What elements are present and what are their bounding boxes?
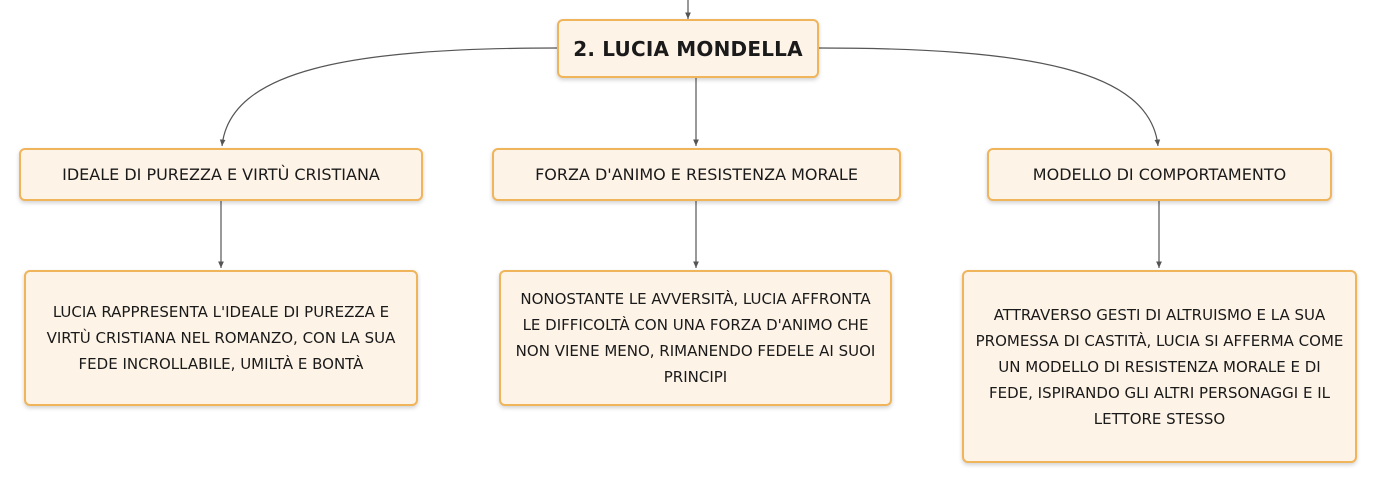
branch-node-label: FORZA D'ANIMO E RESISTENZA MORALE xyxy=(535,165,858,184)
root-node-label: 2. LUCIA MONDELLA xyxy=(573,36,803,61)
detail-node-text: NONOSTANTE LE AVVERSITÀ, LUCIA AFFRONTA … xyxy=(515,290,876,386)
branch-node-label: MODELLO DI COMPORTAMENTO xyxy=(1032,165,1287,184)
root-node[interactable]: 2. LUCIA MONDELLA xyxy=(557,19,819,78)
detail-node-text: ATTRAVERSO GESTI DI ALTRUISMO E LA SUA P… xyxy=(975,305,1344,428)
connector-root-to-branch-3 xyxy=(818,47,1161,147)
detail-node-forza[interactable]: NONOSTANTE LE AVVERSITÀ, LUCIA AFFRONTA … xyxy=(499,270,892,406)
branch-node-label: IDEALE DI PUREZZA E VIRTÙ CRISTIANA xyxy=(62,165,380,184)
detail-node-text: LUCIA RAPPRESENTA L'IDEALE DI PUREZZA E … xyxy=(46,303,396,373)
branch-node-modello[interactable]: MODELLO DI COMPORTAMENTO xyxy=(987,148,1332,201)
detail-node-ideale[interactable]: LUCIA RAPPRESENTA L'IDEALE DI PUREZZA E … xyxy=(24,270,418,406)
branch-node-forza[interactable]: FORZA D'ANIMO E RESISTENZA MORALE xyxy=(492,148,901,201)
branch-node-ideale[interactable]: IDEALE DI PUREZZA E VIRTÙ CRISTIANA xyxy=(19,148,423,201)
connector-root-to-branch-1 xyxy=(219,47,558,147)
detail-node-modello[interactable]: ATTRAVERSO GESTI DI ALTRUISMO E LA SUA P… xyxy=(962,270,1357,463)
